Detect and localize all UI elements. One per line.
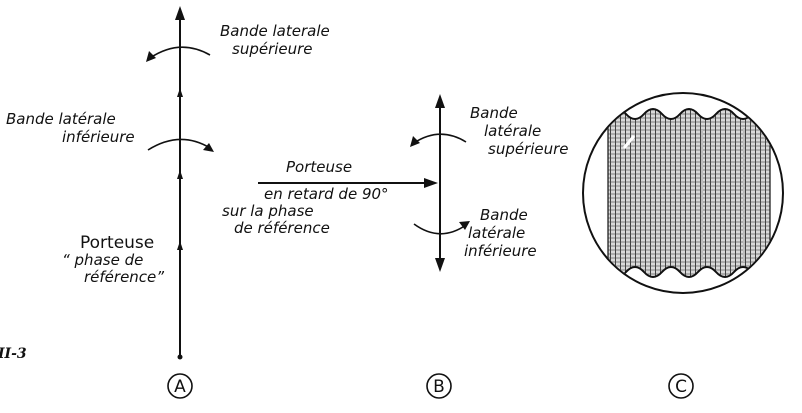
panel-b-up-arrowhead: [435, 94, 445, 108]
panel-b-carrier-label-4: de référence: [234, 219, 330, 237]
panel-a-lower-sideband-label-2: inférieure: [62, 128, 135, 146]
panel-a-carrier-label-3: référence”: [84, 268, 164, 286]
panel-b: Porteuse en retard de 90° sur la phase d…: [222, 94, 569, 399]
figure-number: II-3: [0, 346, 27, 362]
panel-b-upper-sideband-label-2: latérale: [484, 122, 541, 140]
panel-b-upper-sideband-label-1: Bande: [470, 104, 518, 122]
panel-c-letter: C: [675, 377, 687, 397]
panel-a-upper-sideband-label-2: supérieure: [232, 40, 313, 58]
panel-b-letter-circle: [426, 373, 452, 399]
panel-a-origin-dot: [177, 354, 183, 360]
panel-a-letter: A: [174, 377, 186, 397]
screen-pattern: [607, 108, 771, 278]
panel-b-lower-sideband-label-3: inférieure: [464, 242, 537, 260]
panel-b-lower-rotation-arrowhead: [459, 221, 470, 230]
panel-a-mid-arrow-2: [177, 170, 183, 179]
panel-a-mid-arrow-3: [177, 241, 183, 250]
panel-b-upper-rotation-arc: [413, 133, 467, 144]
panel-a-mid-arrow-1: [177, 88, 183, 97]
screen-trace-group: [607, 108, 771, 278]
screen-upper-envelope: [607, 108, 771, 120]
panel-b-upper-rotation-arrowhead: [410, 136, 420, 147]
panel-a: Bande laterale supérieure Bande latérale…: [6, 6, 330, 399]
screen-lower-envelope: [607, 266, 771, 278]
panel-a-upper-sideband-label-1: Bande laterale: [220, 22, 330, 40]
panel-b-carrier-label-1: Porteuse: [286, 158, 352, 176]
panel-c-letter-circle: [668, 373, 694, 399]
screen-highlight: [622, 135, 636, 149]
panel-b-carrier-label-2: en retard de 90°: [264, 185, 389, 203]
panel-a-lower-rotation-arrowhead: [203, 143, 214, 152]
panel-b-carrier-arrowhead: [424, 178, 438, 188]
panel-a-upper-rotation-arrowhead: [146, 51, 156, 62]
panel-b-lower-sideband-label-2: latérale: [468, 224, 525, 242]
panel-b-carrier-label-3: sur la phase: [222, 202, 314, 220]
panel-c: C: [582, 92, 784, 399]
panel-a-upper-rotation-arc: [149, 46, 211, 59]
panel-a-lower-sideband-label-1: Bande latérale: [6, 110, 116, 128]
panel-a-lower-rotation-arc: [147, 138, 211, 151]
panel-b-lower-rotation-arc: [413, 223, 467, 235]
panel-b-down-arrowhead: [435, 258, 445, 272]
panel-b-lower-sideband-label-1: Bande: [480, 206, 528, 224]
panel-b-upper-sideband-label-3: supérieure: [488, 140, 569, 158]
panel-a-top-arrowhead: [175, 6, 185, 20]
panel-a-carrier-label-2: “ phase de: [62, 251, 143, 269]
panel-a-letter-circle: [167, 373, 193, 399]
panel-b-letter: B: [433, 377, 445, 397]
panel-a-carrier-label-1: Porteuse: [80, 233, 154, 253]
